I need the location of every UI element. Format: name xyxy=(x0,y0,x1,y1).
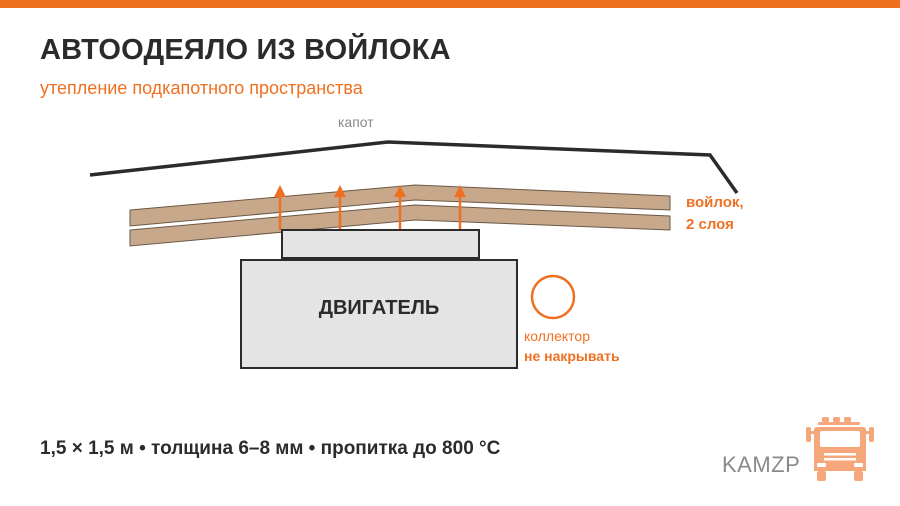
heat-arrow xyxy=(334,185,346,230)
felt-layer-bottom xyxy=(129,204,671,247)
specs-line: 1,5 × 1,5 м • толщина 6–8 мм • пропитка … xyxy=(40,438,501,459)
hood-label: капот xyxy=(338,114,374,130)
heat-arrow xyxy=(274,185,286,230)
felt-label-line1: войлок, xyxy=(686,194,744,211)
felt-layer-top xyxy=(129,184,671,227)
collector-label: коллектор не накрывать xyxy=(524,326,620,366)
page-title: АВТООДЕЯЛО ИЗ ВОЙЛОКА xyxy=(40,34,451,66)
heat-arrows xyxy=(274,185,466,230)
felt-label-line2: 2 слоя xyxy=(686,216,734,233)
collector-label-line1: коллектор xyxy=(524,328,590,344)
engine-block: ДВИГАТЕЛЬ xyxy=(240,259,518,369)
truck-icon xyxy=(806,417,874,481)
heat-arrow xyxy=(454,185,466,230)
heat-arrow xyxy=(394,185,406,230)
collector-label-line2: не накрывать xyxy=(524,348,620,364)
page-subtitle: утепление подкапотного пространства xyxy=(40,78,363,98)
logo-text: KAMZP xyxy=(722,452,801,477)
felt-label: войлок, 2 слоя xyxy=(686,192,744,236)
engine-top-block xyxy=(281,229,480,259)
top-accent-bar xyxy=(0,0,900,8)
collector-circle xyxy=(530,274,576,320)
hood-line xyxy=(89,140,739,195)
engine-label: ДВИГАТЕЛЬ xyxy=(318,297,440,319)
